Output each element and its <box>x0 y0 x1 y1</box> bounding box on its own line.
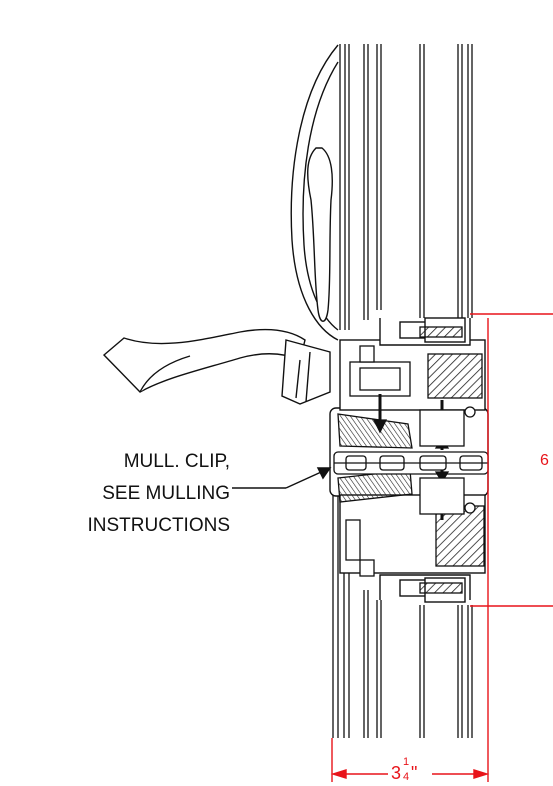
width-unit: " <box>411 763 418 783</box>
mull-clip-leader <box>232 467 332 489</box>
width-whole: 3 <box>391 763 402 783</box>
hatched-blocks <box>337 326 485 594</box>
upper-handle <box>290 44 339 341</box>
width-denominator: 4 <box>403 771 410 783</box>
upper-frame-lines <box>339 44 473 330</box>
mull-clip <box>333 451 489 475</box>
callout-line-1: MULL. CLIP, <box>123 451 230 472</box>
width-numerator: 1 <box>403 756 410 768</box>
width-dimension-label: 3 1 4 " <box>391 756 433 783</box>
lock-mechanism <box>345 345 476 577</box>
callout-line-3: INSTRUCTIONS <box>87 515 231 536</box>
lever-handle <box>102 328 331 405</box>
dimension-lines <box>330 313 553 782</box>
side-dimension-label: 6 <box>540 452 549 469</box>
callout-line-2: SEE MULLING <box>102 483 230 504</box>
